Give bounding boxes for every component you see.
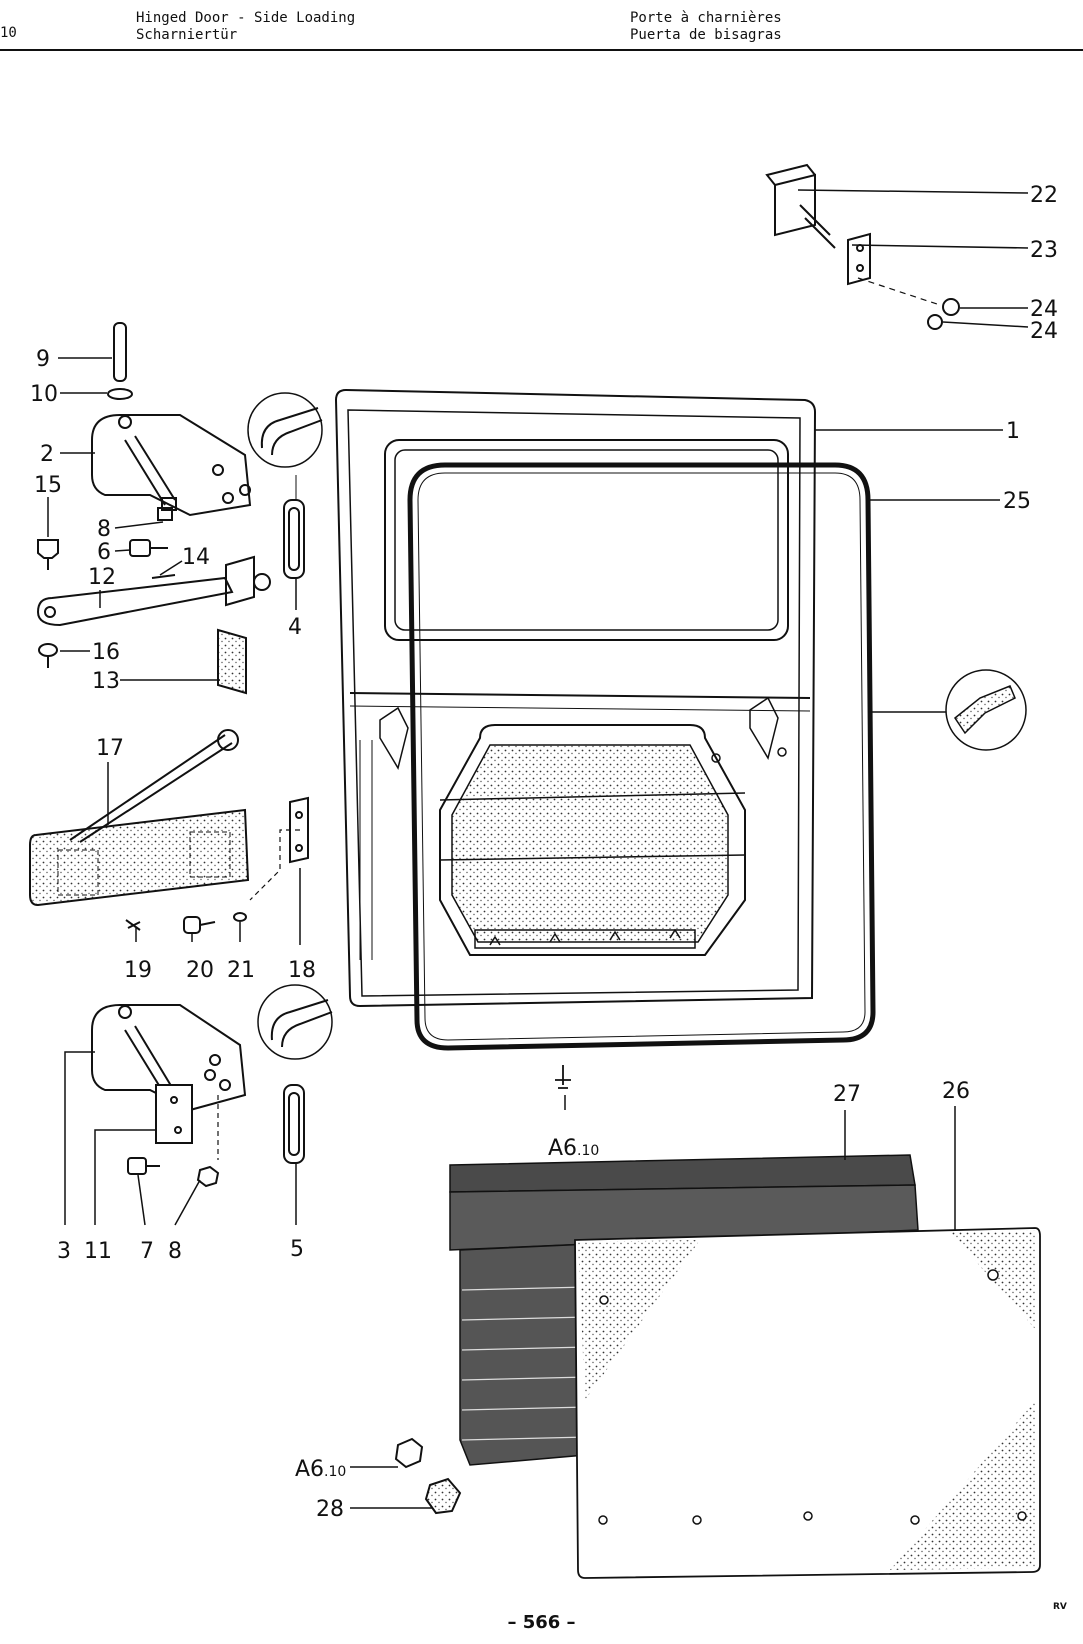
callout-10: 10 <box>30 382 58 407</box>
reference-a6-10-bottom: A6.10 <box>295 1457 346 1482</box>
reference-a6-10-top: A6.10 <box>548 1136 599 1161</box>
callout-6: 6 <box>97 540 111 565</box>
callout-25: 25 <box>1003 489 1031 514</box>
callout-19: 19 <box>124 958 152 983</box>
glass-mount-parts <box>765 163 960 330</box>
callout-24b: 24 <box>1030 319 1058 344</box>
title-french: Porte à charnières <box>630 10 782 26</box>
callout-16: 16 <box>92 640 120 665</box>
title-german: Scharniertür <box>136 27 238 43</box>
callout-9: 9 <box>36 347 50 372</box>
callout-4: 4 <box>288 615 302 640</box>
artist-mark: RV <box>1053 1602 1067 1612</box>
callout-22: 22 <box>1030 183 1058 208</box>
callout-21: 21 <box>227 958 255 983</box>
callout-2: 2 <box>40 442 54 467</box>
callout-5: 5 <box>290 1237 304 1262</box>
callout-7: 7 <box>140 1239 154 1264</box>
callout-20: 20 <box>186 958 214 983</box>
header-rule <box>0 49 1083 51</box>
callout-26: 26 <box>942 1079 970 1104</box>
seal-detail <box>945 669 1027 751</box>
callout-1: 1 <box>1006 419 1020 444</box>
callout-17: 17 <box>96 736 124 761</box>
callout-18: 18 <box>288 958 316 983</box>
callout-27: 27 <box>833 1082 861 1107</box>
callout-12: 12 <box>88 565 116 590</box>
callout-23: 23 <box>1030 238 1058 263</box>
callout-28: 28 <box>316 1497 344 1522</box>
callout-8a: 8 <box>97 517 111 542</box>
title-spanish: Puerta de bisagras <box>630 27 782 43</box>
callout-13: 13 <box>92 669 120 694</box>
door-seal <box>407 462 876 1051</box>
callout-11: 11 <box>84 1239 112 1264</box>
title-english: Hinged Door - Side Loading <box>136 10 356 26</box>
upper-hinge <box>91 414 252 517</box>
callout-14: 14 <box>182 545 210 570</box>
callout-24a: 24 <box>1030 297 1058 322</box>
page-number: – 566 – <box>507 1612 576 1633</box>
callout-15: 15 <box>34 473 62 498</box>
section-number: 10 <box>0 25 17 41</box>
callout-3: 3 <box>57 1239 71 1264</box>
lower-hinge <box>91 1004 247 1160</box>
callout-8b: 8 <box>168 1239 182 1264</box>
door-frame <box>334 388 817 1008</box>
